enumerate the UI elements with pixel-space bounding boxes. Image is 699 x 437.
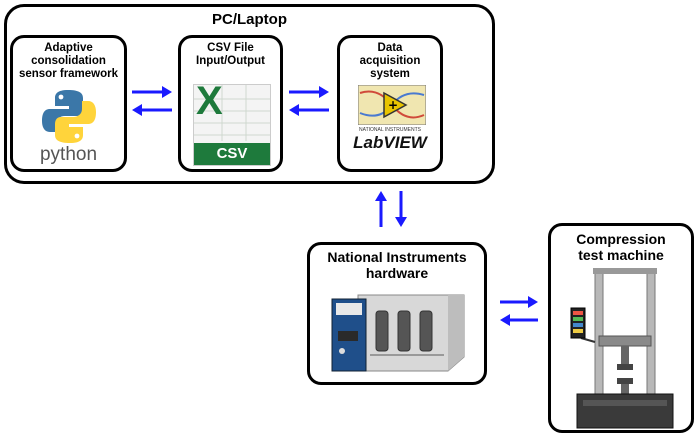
ctm-title-line-2: test machine xyxy=(578,247,664,263)
adaptive-title-line-3: sensor framework xyxy=(18,68,119,80)
ni-title-line-2: hardware xyxy=(365,265,429,281)
adaptive-framework-title: Adaptive consolidation sensor framework xyxy=(13,42,124,81)
compression-machine-icon xyxy=(570,268,674,429)
csv-file-box: CSV File Input/Output X CSV xyxy=(178,35,283,172)
daq-title-line-2: acquisition xyxy=(359,55,421,67)
spreadsheet-grid-icon xyxy=(194,85,270,141)
excel-x-letter: X xyxy=(196,79,223,123)
ctm-title-line-1: Compression xyxy=(576,231,666,247)
arrow-left-to-csv xyxy=(289,104,329,116)
adaptive-title-line-2: consolidation xyxy=(31,55,106,67)
pc-laptop-title: PC/Laptop xyxy=(212,11,287,28)
ni-chassis-icon xyxy=(331,294,465,372)
daq-title-line-3: system xyxy=(370,68,410,80)
compression-machine-title: Compression test machine xyxy=(551,231,691,263)
daq-title: Data acquisition system xyxy=(340,42,440,81)
ni-title-line-1: National Instruments xyxy=(327,249,467,265)
csv-title-line-2: Input/Output xyxy=(196,55,265,67)
csv-badge: CSV xyxy=(194,143,270,165)
daq-title-line-1: Data xyxy=(377,42,403,54)
arrow-right-to-csv xyxy=(132,86,172,98)
csv-file-title: CSV File Input/Output xyxy=(181,42,280,68)
ni-hardware-box: National Instruments hardware xyxy=(307,242,487,385)
arrow-down-to-ni xyxy=(395,191,407,227)
adaptive-title-line-1: Adaptive xyxy=(44,42,93,54)
data-acquisition-box: Data acquisition system + NATIONAL INSTR… xyxy=(337,35,443,172)
python-logo-icon xyxy=(42,90,96,143)
python-logo-text: python xyxy=(39,144,98,165)
csv-file-icon: X CSV xyxy=(193,79,271,166)
adaptive-framework-box: Adaptive consolidation sensor framework … xyxy=(10,35,127,172)
arrow-right-to-ctm xyxy=(500,296,538,308)
csv-title-line-1: CSV File xyxy=(207,42,254,54)
arrow-right-to-daq xyxy=(289,86,329,98)
arrow-up-to-pc xyxy=(375,191,387,227)
arrow-left-to-adaptive xyxy=(132,104,172,116)
labview-logo-icon: + xyxy=(358,85,426,125)
svg-text:+: + xyxy=(388,98,398,112)
labview-logo-text: LabVIEW xyxy=(353,133,427,152)
ni-brand-small-text: NATIONAL INSTRUMENTS xyxy=(359,127,421,133)
arrow-left-to-ni xyxy=(500,314,538,326)
compression-machine-box: Compression test machine xyxy=(548,223,694,433)
ni-hardware-title: National Instruments hardware xyxy=(310,249,484,281)
